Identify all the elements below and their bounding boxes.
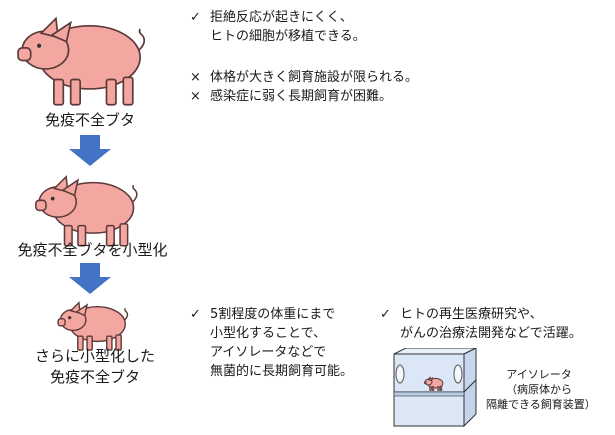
isolator-illustration <box>393 348 477 428</box>
check-mark-icon: ✓ <box>190 10 201 25</box>
stage-3-label: さらに小型化した 免疫不全ブタ <box>34 347 155 386</box>
pig-large-illustration <box>17 17 146 106</box>
isolator-title: アイソレータ <box>506 368 572 381</box>
note-miniaturization-benefit: ✓5割程度の体重にまで 小型化することで、 アイソレータなどで 無菌的に長期飼育… <box>190 307 354 379</box>
isolator-label: アイソレータ （病原体から 隔離できる飼育装置） <box>486 368 596 411</box>
down-arrow-1 <box>69 135 111 166</box>
check-mark-icon: ✓ <box>380 307 391 322</box>
note-infection-drawback: ×感染症に弱く長期飼育が困難。 <box>190 89 393 104</box>
note-research-use: ✓ヒトの再生医療研究や、 がんの治療法開発などで活躍。 <box>380 307 582 341</box>
check-mark-icon: ✓ <box>190 307 201 322</box>
pig-small-illustration <box>57 301 129 351</box>
down-arrow-2 <box>69 263 111 294</box>
note-rejection: ✓拒絶反応が起きにくく、 ヒトの細胞が移植できる。 <box>190 10 366 44</box>
cross-mark-icon: × <box>190 70 201 85</box>
stage-1-label: 免疫不全ブタ <box>44 111 135 129</box>
stage-2-label: 免疫不全ブタを小型化 <box>17 241 168 259</box>
pig-medium-illustration <box>35 175 138 247</box>
cross-mark-icon: × <box>190 89 201 104</box>
note-size-drawback: ×体格が大きく飼育施設が限られる。 <box>190 70 419 85</box>
